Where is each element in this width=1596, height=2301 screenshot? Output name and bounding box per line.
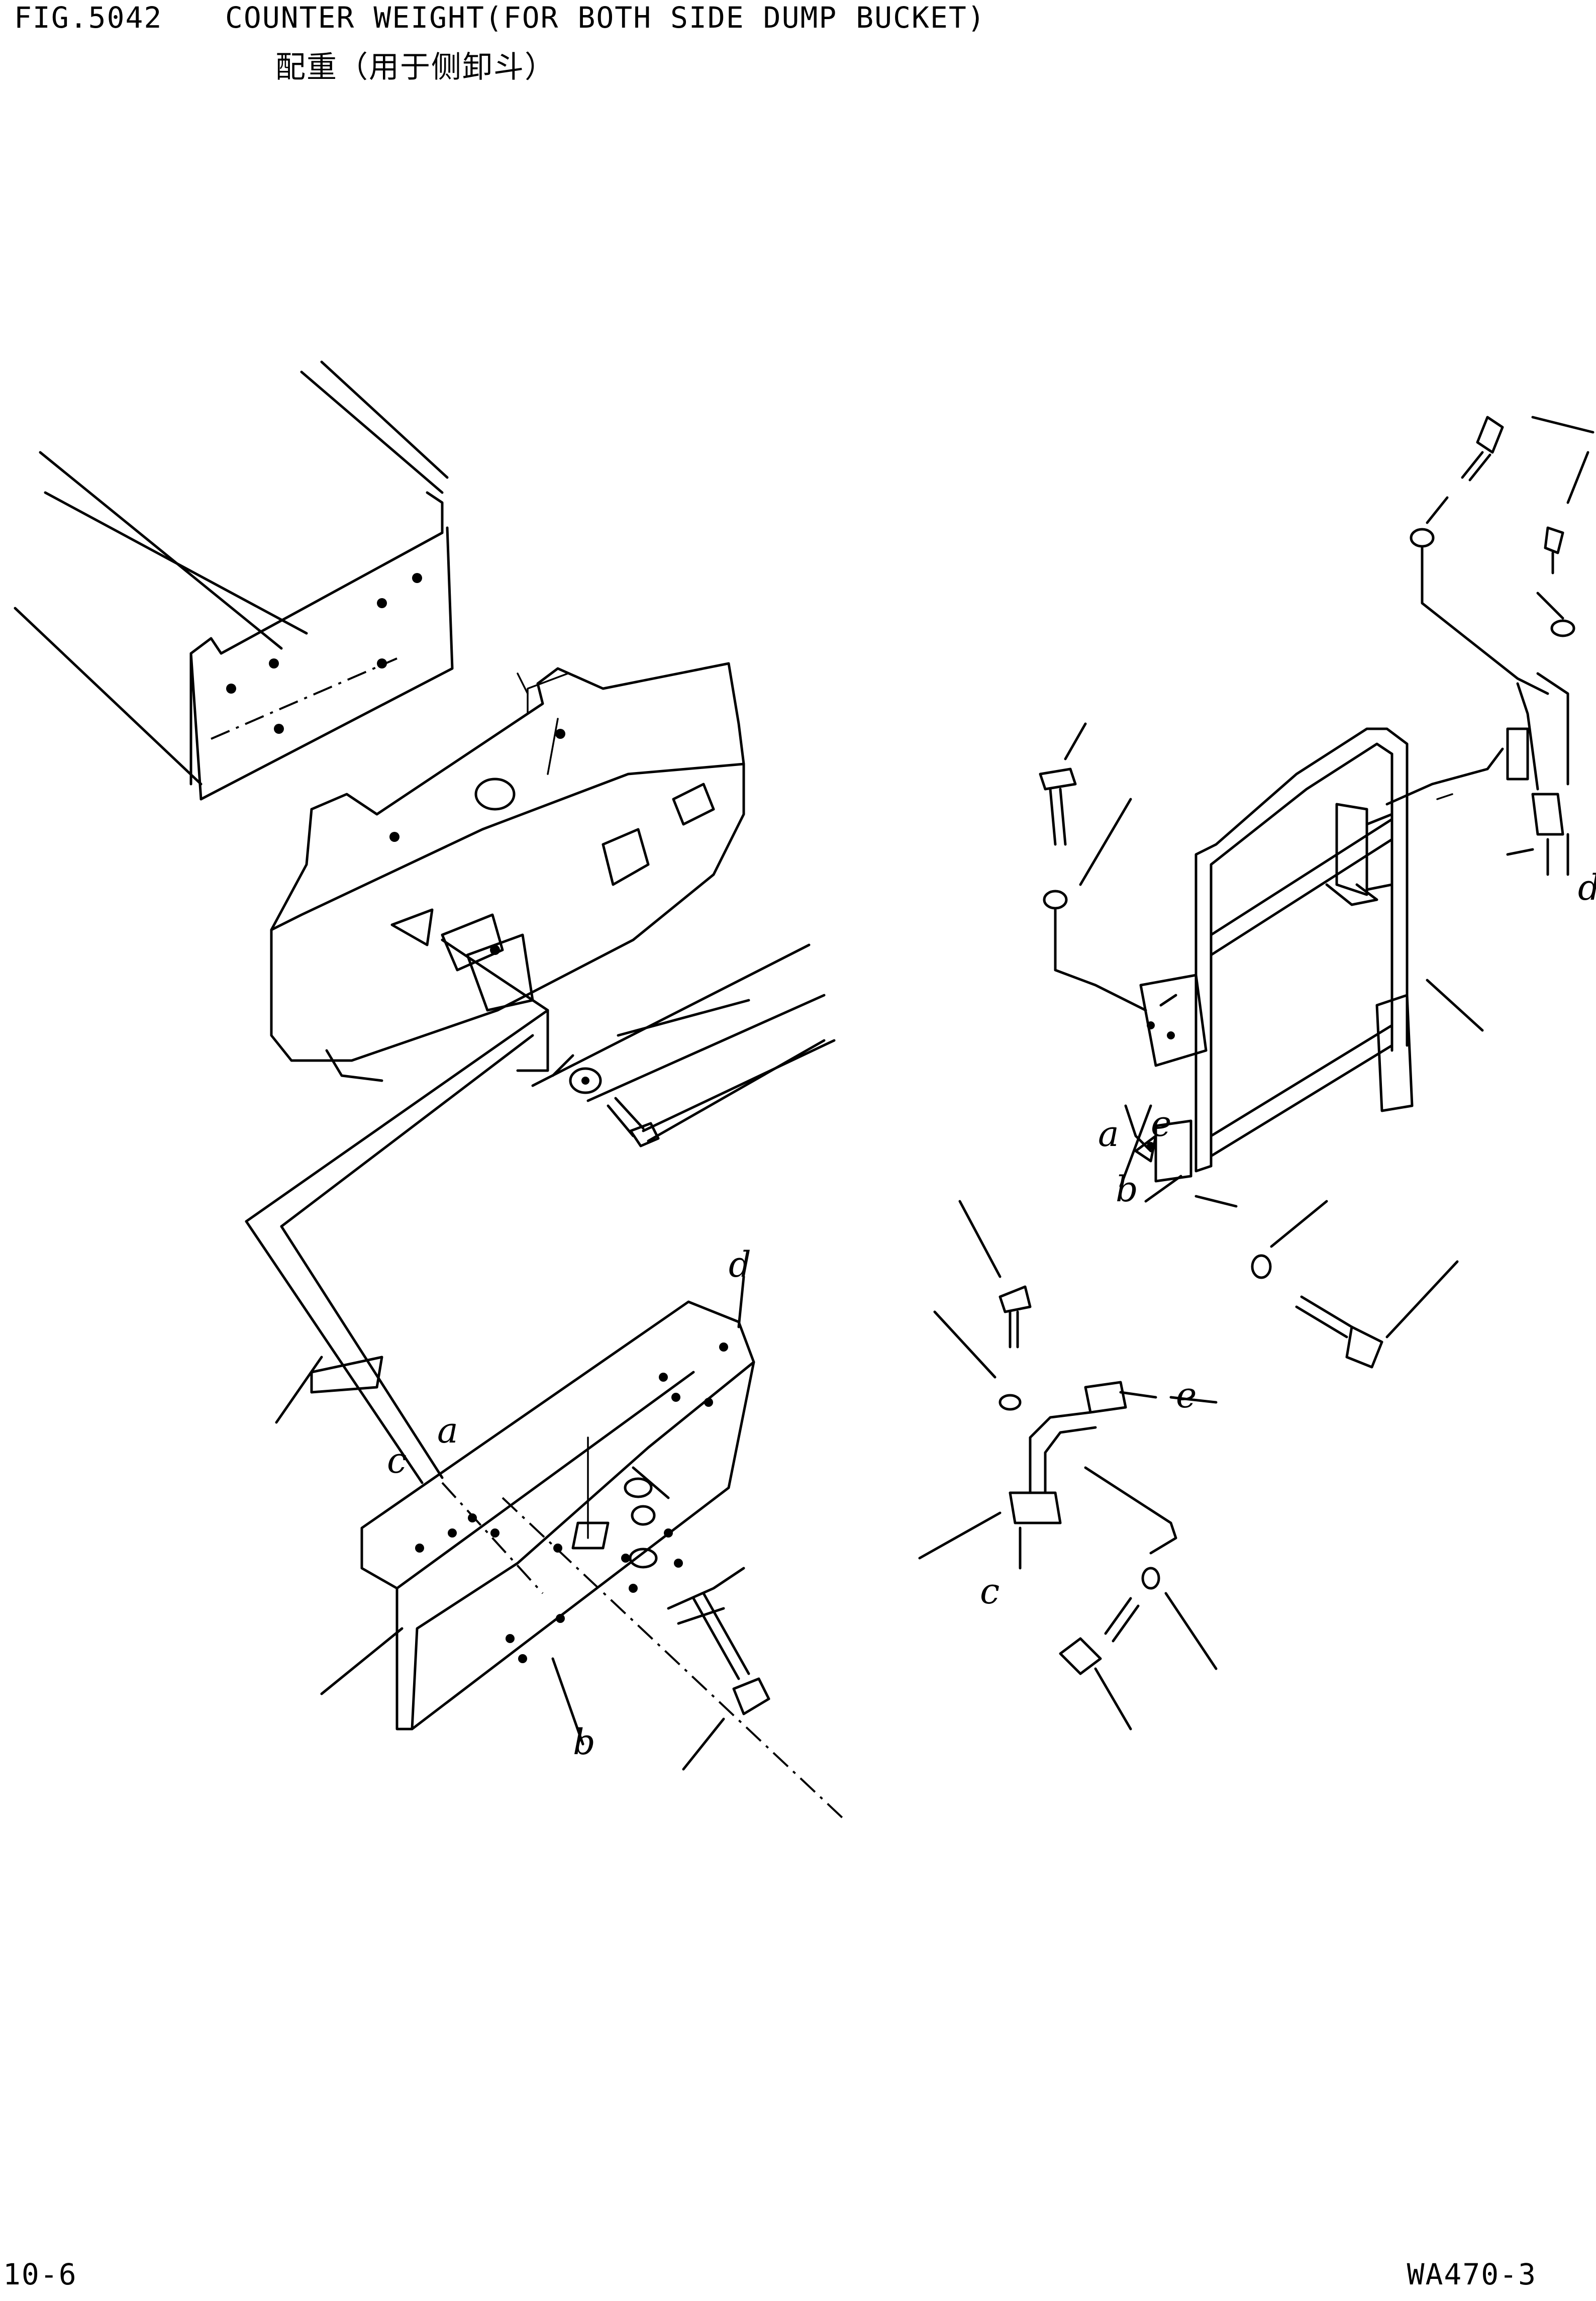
- page-number: 10-6: [3, 2257, 77, 2291]
- callout-e-right: e: [1151, 1103, 1171, 1144]
- callout-d-right: d: [1578, 867, 1596, 908]
- lower-right-bolt: [1059, 1567, 1160, 1675]
- callout-a-lower: a: [437, 1410, 458, 1451]
- callout-b-lower: b: [573, 1721, 595, 1763]
- figure-title-chinese: 配重（用于侧卸斗）: [275, 50, 556, 85]
- handrail-right-bolt: [1194, 1195, 1383, 1369]
- handrail-left-bolts: [1039, 768, 1157, 1163]
- upper-right-bolts: [1410, 416, 1575, 876]
- lower-stanchion: [999, 1285, 1177, 1570]
- callout-d-lower: d: [729, 1244, 751, 1285]
- figure-number: FIG.5042: [14, 1, 163, 35]
- counter-weight: [270, 662, 745, 1082]
- callout-b-right: b: [1116, 1169, 1138, 1210]
- leader-arrows: [275, 416, 1594, 1771]
- handrail: [1139, 727, 1504, 1183]
- callout-labels: d c a b d a e b e c: [387, 867, 1596, 1763]
- machine-frame: [14, 360, 454, 801]
- machine-model: WA470-3: [1407, 2257, 1537, 2291]
- callout-a-right: a: [1098, 1113, 1119, 1155]
- callout-c-lower: c: [387, 1440, 407, 1481]
- connection-path: [245, 943, 811, 1484]
- figure-title: COUNTER WEIGHT(FOR BOTH SIDE DUMP BUCKET…: [225, 1, 986, 35]
- callout-e-lower: e: [1176, 1375, 1196, 1416]
- lower-bolt: [631, 1505, 770, 1715]
- lower-bracket-plate: [310, 1300, 845, 1820]
- callout-c-stanchion: c: [980, 1571, 1000, 1612]
- counter-weight-bolt: [441, 938, 826, 1147]
